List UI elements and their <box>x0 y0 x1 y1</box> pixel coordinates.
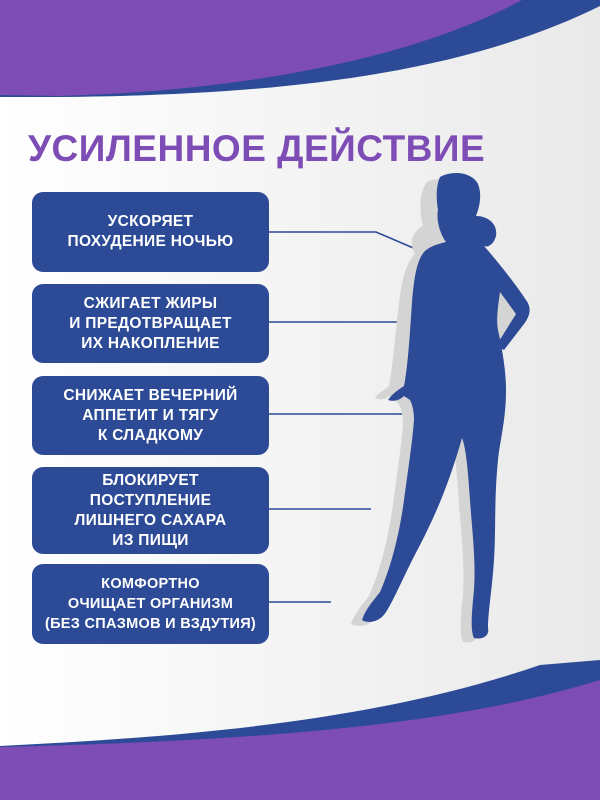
benefit-card-burns-fat: СЖИГАЕТ ЖИРЫ И ПРЕДОТВРАЩАЕТ ИХ НАКОПЛЕН… <box>32 284 269 363</box>
benefit-text: УСКОРЯЕТ ПОХУДЕНИЕ НОЧЬЮ <box>67 213 234 250</box>
benefit-card-cleanses-body: КОМФОРТНО ОЧИЩАЕТ ОРГАНИЗМ (БЕЗ СПАЗМОВ … <box>32 564 269 644</box>
connector-lines <box>269 231 419 603</box>
benefit-text: СЖИГАЕТ ЖИРЫ И ПРЕДОТВРАЩАЕТ ИХ НАКОПЛЕН… <box>69 294 232 352</box>
benefit-text: КОМФОРТНО ОЧИЩАЕТ ОРГАНИЗМ (БЕЗ СПАЗМОВ … <box>44 576 257 632</box>
woman-silhouette-icon <box>362 172 530 639</box>
page-title: УСИЛЕННОЕ ДЕЙСТВИЕ <box>28 128 486 169</box>
top-wave-purple <box>0 0 522 96</box>
bottom-wave-purple <box>0 680 600 800</box>
benefit-text: БЛОКИРУЕТ ПОСТУПЛЕНИЕ ЛИШНЕГО САХАРА ИЗ … <box>74 471 227 549</box>
benefit-card-reduces-appetite: СНИЖАЕТ ВЕЧЕРНИЙ АППЕТИТ И ТЯГУ К СЛАДКО… <box>32 376 269 455</box>
benefit-card-night-weight-loss: УСКОРЯЕТ ПОХУДЕНИЕ НОЧЬЮ <box>32 192 269 272</box>
benefit-card-blocks-sugar: БЛОКИРУЕТ ПОСТУПЛЕНИЕ ЛИШНЕГО САХАРА ИЗ … <box>32 467 269 554</box>
benefit-text: СНИЖАЕТ ВЕЧЕРНИЙ АППЕТИТ И ТЯГУ К СЛАДКО… <box>63 386 238 444</box>
